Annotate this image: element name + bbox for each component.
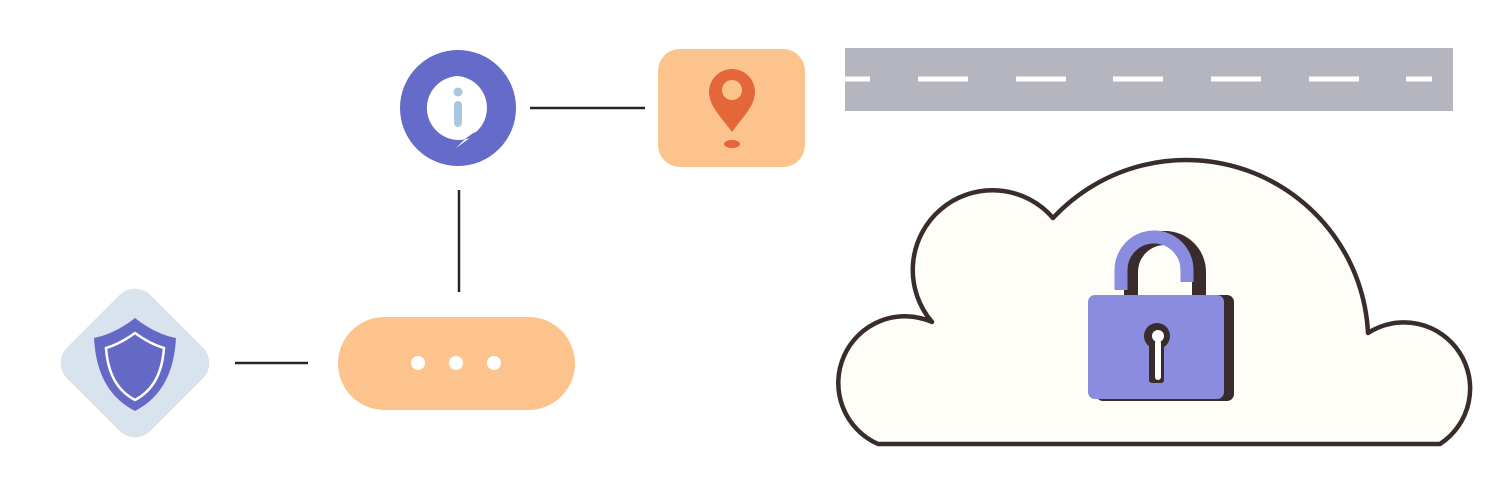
road-icon [845, 48, 1453, 111]
more-dots-icon [411, 356, 501, 370]
shield-tile[interactable] [52, 280, 219, 447]
info-bubble-icon [426, 76, 487, 148]
padlock-icon [1088, 230, 1234, 401]
info-circle[interactable] [400, 50, 516, 166]
connector-lines [235, 106, 645, 365]
location-tile[interactable] [658, 49, 805, 167]
shield-icon [94, 318, 176, 411]
more-dots-pill[interactable] [338, 317, 575, 410]
secure-cloud[interactable] [836, 157, 1473, 447]
location-pin-icon [709, 69, 755, 148]
